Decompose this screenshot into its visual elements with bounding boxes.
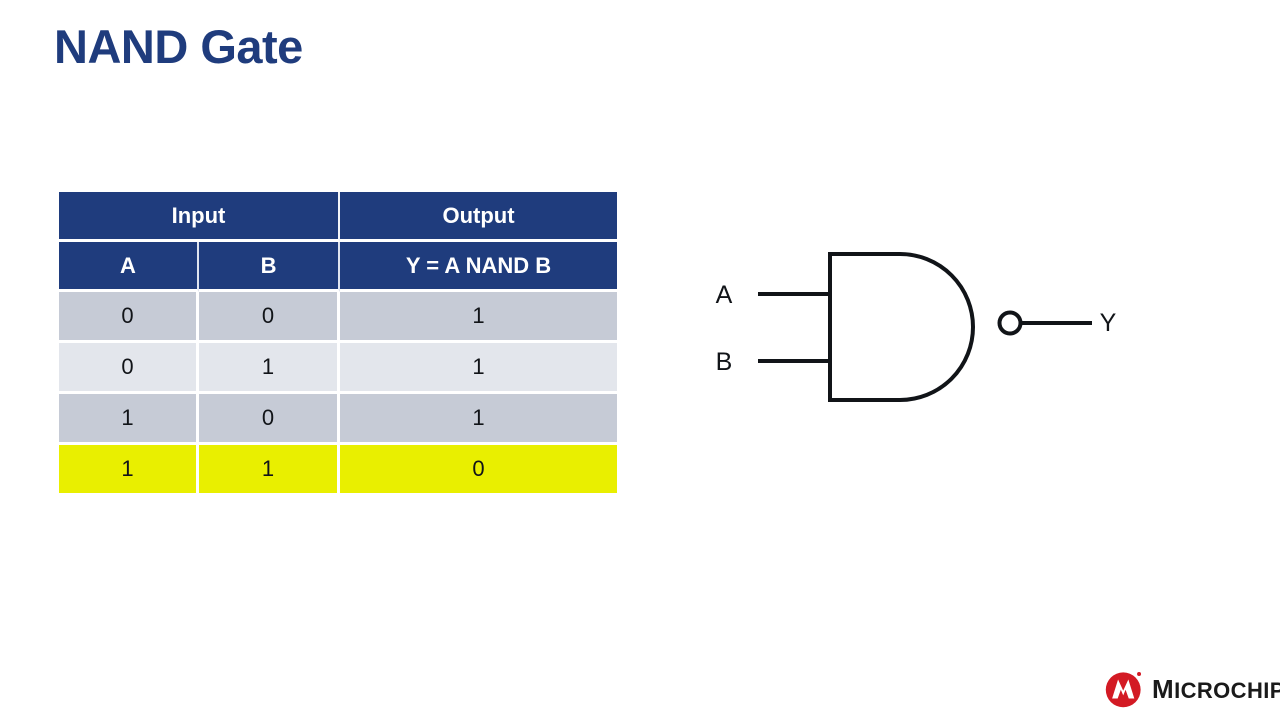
cell-a: 0 — [59, 343, 199, 394]
microchip-logo: MICROCHIP — [1104, 668, 1280, 710]
table-group-header-row: Input Output — [59, 192, 618, 242]
table-group-header-output: Output — [340, 192, 618, 242]
truth-table: Input Output A B Y = A NAND B 0 0 1 0 1 … — [59, 192, 618, 493]
inversion-bubble — [997, 310, 1023, 336]
cell-b: 0 — [199, 292, 341, 343]
table-row: 1 0 1 — [59, 394, 618, 445]
gate-input-label-b: B — [716, 348, 733, 376]
table-group-header-input: Input — [59, 192, 341, 242]
nand-gate-diagram: A B Y — [700, 235, 1160, 435]
table-column-header-a: A — [59, 242, 199, 292]
table-row: 0 1 1 — [59, 343, 618, 394]
page-title: NAND Gate — [54, 20, 303, 73]
table-row-highlighted: 1 1 0 — [59, 445, 618, 493]
table-column-header-y: Y = A NAND B — [340, 242, 618, 292]
cell-a: 1 — [59, 394, 199, 445]
cell-a: 0 — [59, 292, 199, 343]
cell-y: 1 — [340, 292, 618, 343]
gate-input-label-a: A — [716, 281, 733, 309]
cell-y: 0 — [340, 445, 618, 493]
table-column-header-row: A B Y = A NAND B — [59, 242, 618, 292]
microchip-wordmark: MICROCHIP — [1152, 676, 1280, 702]
cell-b: 0 — [199, 394, 341, 445]
cell-b: 1 — [199, 445, 341, 493]
microchip-mark-icon — [1105, 671, 1142, 708]
gate-output-label-y: Y — [1100, 309, 1117, 337]
cell-a: 1 — [59, 445, 199, 493]
gate-body — [828, 252, 975, 402]
table-row: 0 0 1 — [59, 292, 618, 343]
wordmark-cap: M — [1152, 674, 1175, 704]
table-column-header-b: B — [199, 242, 341, 292]
wordmark-rest: ICROCHIP — [1174, 678, 1280, 703]
cell-b: 1 — [199, 343, 341, 394]
cell-y: 1 — [340, 394, 618, 445]
cell-y: 1 — [340, 343, 618, 394]
